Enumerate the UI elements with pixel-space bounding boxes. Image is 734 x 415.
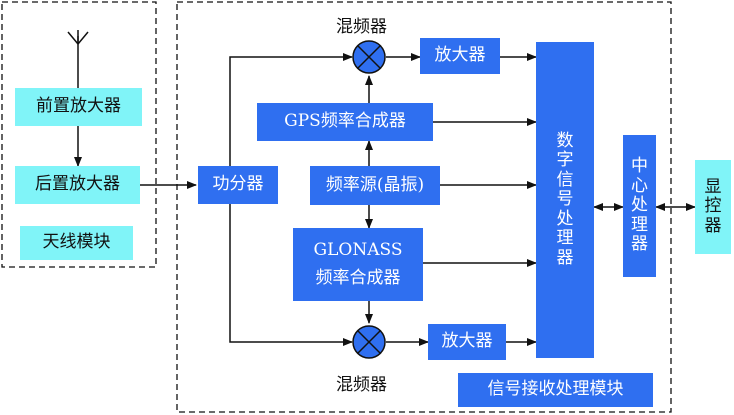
preamp-box: 前置放大器 [15,88,142,126]
glonass-synth-line1: GLONASS [313,240,403,261]
display-control-label: 显控器 [704,176,722,236]
antenna-module-title: 天线模块 [20,226,133,260]
mixer-icon [352,40,386,74]
dsp-label: 数字信号处理器 [556,130,574,268]
postamp-box: 后置放大器 [15,166,140,204]
amp-top-box: 放大器 [420,38,500,74]
amp-bottom-box: 放大器 [428,324,506,360]
gps-synth-box: GPS频率合成器 [257,103,433,141]
mixer-bottom-label: 混频器 [336,375,387,395]
mixer-icon [352,325,386,359]
signal-module-outline [176,1,672,413]
cpu-label: 中心处理器 [631,156,648,255]
display-control-box: 显控器 [695,160,731,254]
glonass-synth-box: GLONASS 频率合成器 [293,228,423,301]
cpu-box: 中心处理器 [623,135,656,277]
antenna-module-outline [1,1,157,268]
dsp-box: 数字信号处理器 [536,42,594,358]
antenna-icon [67,30,89,88]
signal-module-title: 信号接收处理模块 [458,373,653,407]
splitter-box: 功分器 [198,166,278,204]
freq-source-box: 频率源(晶振) [310,166,440,205]
glonass-synth-line2: 频率合成器 [315,267,401,288]
mixer-top-label: 混频器 [336,17,387,37]
